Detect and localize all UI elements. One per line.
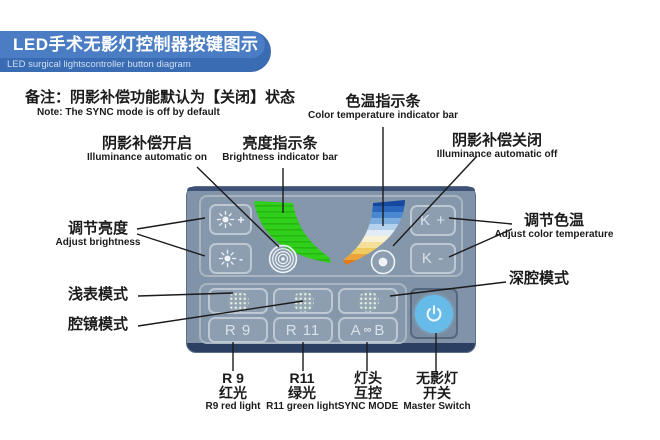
callout-superficial-mode-zh: 浅表模式: [67, 286, 129, 303]
note-text-zh: 备注：阴影补偿功能默认为【关闭】状态: [25, 89, 296, 106]
power-icon: [426, 304, 442, 321]
callout-adjust-color-temp-zh: 调节色温: [523, 212, 585, 229]
k-plus-label: K +: [420, 212, 446, 229]
power-circle: [415, 294, 453, 333]
note-block: 备注：阴影补偿功能默认为【关闭】状态 Note: The SYNC mode i…: [25, 86, 295, 118]
link-icon: ∞: [363, 324, 373, 336]
callout-brightness-bar-zh: 亮度指示条: [242, 135, 318, 152]
brightness-up-button[interactable]: +: [209, 204, 252, 235]
sun-icon: [217, 210, 235, 229]
callout-master-switch: 无影灯 开关 Master Switch: [403, 371, 470, 413]
callout-adjust-brightness-en: Adjust brightness: [55, 237, 141, 248]
callout-r9-line3: R9 red light: [205, 401, 261, 412]
page-subtitle: LED surgical lightscontroller button dia…: [7, 59, 191, 70]
ab-b-label: B: [374, 321, 386, 339]
light-spot-icon: [292, 290, 314, 312]
controller-panel: + -: [186, 186, 476, 353]
master-switch-button[interactable]: [410, 288, 458, 339]
callout-endoscope-mode-zh: 腔镜模式: [67, 316, 129, 333]
callout-r11: R11 绿光 R11 green light: [266, 371, 338, 413]
ab-a-label: A: [350, 321, 362, 339]
title-banner: LED手术无影灯控制器按键图示 LED surgical lightscontr…: [0, 31, 271, 72]
callout-shadow-off: 阴影补偿关闭 Illuminance automatic off: [436, 132, 558, 161]
callout-sync-mode: 灯头 互控 SYNC MODE: [338, 371, 399, 413]
callout-r9-line2: 红光: [218, 385, 247, 401]
plus-sign: +: [237, 212, 245, 227]
callout-shadow-on: 阴影补偿开启 Illuminance automatic on: [86, 135, 208, 164]
deep-cavity-mode-button[interactable]: [338, 288, 398, 314]
callout-adjust-color-temp: 调节色温 Adjust color temperature: [494, 212, 614, 241]
r11-label: R 11: [285, 321, 321, 339]
superficial-mode-button[interactable]: [208, 288, 268, 314]
callout-shadow-off-zh: 阴影补偿关闭: [451, 132, 543, 149]
callout-shadow-off-en: Illuminance automatic off: [436, 149, 558, 160]
r9-label: R 9: [224, 321, 252, 339]
callout-adjust-brightness: 调节亮度 Adjust brightness: [55, 220, 141, 249]
k-minus-label: K -: [421, 250, 445, 267]
callout-sync-line1: 灯头: [354, 370, 382, 386]
page-title: LED手术无影灯控制器按键图示: [0, 31, 265, 58]
note-text-en: Note: The SYNC mode is off by default: [37, 107, 220, 118]
callout-shadow-on-zh: 阴影补偿开启: [101, 135, 192, 152]
callout-master-line1: 无影灯: [416, 370, 458, 386]
shadow-comp-on-icon[interactable]: [268, 244, 298, 274]
callout-color-temp-bar-en: Color temperature indicator bar: [307, 110, 459, 121]
callout-r9: R 9 红光 R9 red light: [205, 371, 260, 413]
color-temp-indicator-bar: [343, 200, 405, 265]
callout-endoscope-mode: 腔镜模式: [68, 317, 128, 333]
callout-deep-cavity-mode: 深腔模式: [509, 271, 569, 287]
callout-r11-line2: 绿光: [288, 385, 316, 401]
callout-brightness-bar: 亮度指示条 Brightness indicator bar: [222, 135, 338, 164]
callout-r11-line3: R11 green light: [266, 401, 338, 412]
callout-master-line3: Master Switch: [403, 401, 471, 412]
callout-r11-line1: R11: [289, 370, 315, 386]
callout-superficial-mode: 浅表模式: [68, 287, 128, 303]
r9-button[interactable]: R 9: [208, 317, 268, 343]
callout-sync-line2: 互控: [354, 385, 382, 401]
callout-master-line2: 开关: [423, 385, 451, 401]
light-spot-icon: [227, 290, 249, 312]
brightness-down-button[interactable]: -: [209, 243, 252, 274]
callout-adjust-color-temp-en: Adjust color temperature: [494, 229, 614, 240]
color-temp-up-button[interactable]: K +: [410, 205, 456, 236]
sync-mode-button[interactable]: A ∞ B: [338, 317, 398, 343]
shadow-comp-off-icon[interactable]: [370, 249, 396, 275]
panel-bottom-edge: [187, 343, 475, 352]
callout-adjust-brightness-zh: 调节亮度: [67, 220, 129, 237]
sun-icon: [218, 249, 237, 268]
r11-button[interactable]: R 11: [273, 317, 333, 343]
callout-brightness-bar-en: Brightness indicator bar: [222, 152, 338, 163]
endoscope-mode-button[interactable]: [273, 288, 333, 314]
callout-color-temp-bar: 色温指示条 Color temperature indicator bar: [307, 93, 459, 122]
callout-sync-line3: SYNC MODE: [337, 401, 399, 412]
light-spot-icon: [357, 290, 379, 312]
callout-deep-cavity-mode-zh: 深腔模式: [508, 270, 570, 287]
minus-sign: -: [239, 251, 243, 266]
callout-color-temp-bar-zh: 色温指示条: [345, 93, 421, 110]
color-temp-down-button[interactable]: K -: [410, 243, 456, 274]
panel-top-edge: [187, 187, 475, 191]
callout-r9-line1: R 9: [222, 370, 244, 386]
callout-shadow-on-en: Illuminance automatic on: [86, 152, 208, 163]
